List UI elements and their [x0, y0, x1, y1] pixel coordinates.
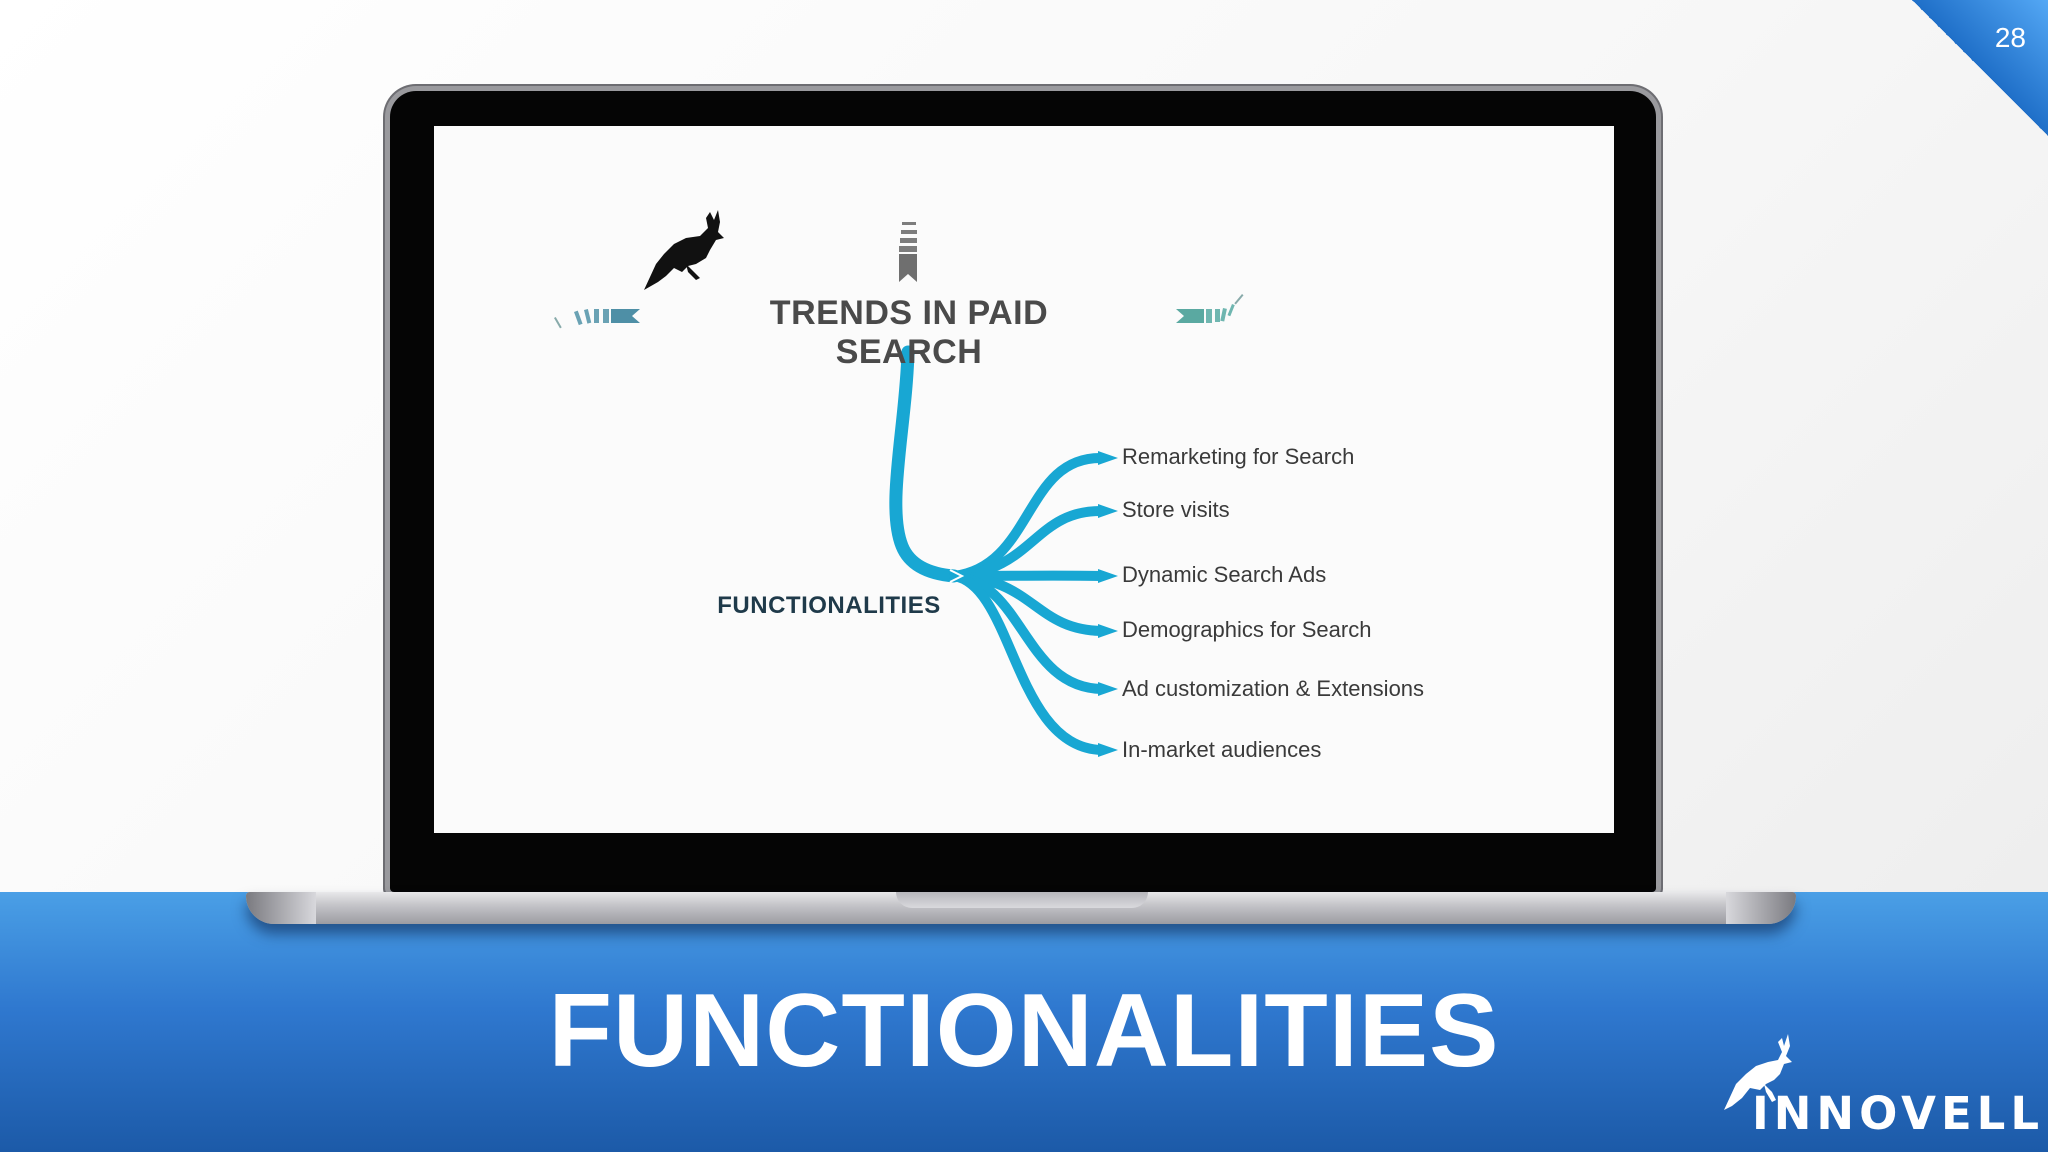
branch-tips — [1098, 451, 1118, 757]
laptop-base — [246, 892, 1796, 924]
corner-triangle — [1912, 0, 2048, 136]
laptop-notch — [896, 892, 1148, 908]
page-number: 28 — [1994, 22, 2026, 53]
leaping-deer-icon — [644, 210, 724, 290]
central-node: FUNCTIONALITIES — [717, 592, 941, 619]
laptop-screen: TRENDS IN PAID SEARCH FUNCTIONALITIES Re… — [434, 126, 1614, 833]
leaping-deer-icon — [1724, 1034, 1792, 1110]
branch-label: In-market audiences — [1122, 737, 1322, 762]
branch-label: Demographics for Search — [1122, 617, 1372, 642]
slide-title: FUNCTIONALITIES — [548, 973, 1500, 1089]
branch-label: Ad customization & Extensions — [1122, 676, 1425, 701]
diagram-title: TRENDS IN PAID SEARCH — [769, 294, 1049, 371]
mind-map-graphic — [554, 210, 1244, 757]
ornament-left — [554, 309, 640, 329]
branch-lines — [949, 452, 1107, 755]
brand-logo-text: INNOVELL — [1752, 1087, 2045, 1140]
branch-label: Store visits — [1122, 497, 1230, 522]
ornament-right — [1176, 294, 1244, 323]
branch-label: Dynamic Search Ads — [1122, 562, 1327, 587]
trunk-line — [889, 345, 961, 583]
bottom-band — [0, 892, 2048, 1152]
branch-label: Remarketing for Search — [1122, 444, 1355, 469]
ornament-top — [899, 222, 917, 282]
